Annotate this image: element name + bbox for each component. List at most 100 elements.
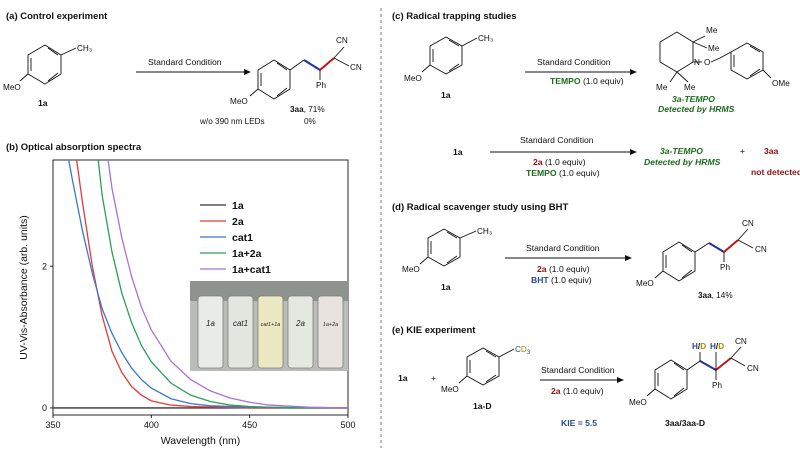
- panel-c: (c) Radical trapping studies CH₃ MeO 1a …: [392, 11, 800, 178]
- condition-e: Standard Condition: [541, 365, 615, 375]
- hd1-slash: /: [698, 342, 701, 351]
- ph-e: Ph: [712, 381, 722, 390]
- legend-label-1a+cat1: 1a+cat1: [232, 264, 271, 276]
- cn-label-2: CN: [350, 63, 362, 72]
- methyl-label-d: CH₃: [477, 227, 492, 236]
- meo-label: MeO: [3, 83, 21, 92]
- substrate-label-d: 1a: [441, 282, 451, 292]
- cn-e-2: CN: [747, 364, 759, 373]
- product-detect-c2: Detected by HRMS: [644, 157, 721, 167]
- reagent-e-equiv: (1.0 equiv): [561, 386, 604, 396]
- kie-value: KIE = 5.5: [561, 418, 597, 428]
- product-name-c2: 3a-TEMPO: [660, 146, 703, 156]
- reagent-d2: BHT (1.0 equiv): [531, 275, 592, 285]
- me-1: Me: [706, 26, 718, 35]
- panel-e-header: (e) KIE experiment: [392, 325, 476, 336]
- panel-a-header: (a) Control experiment: [6, 11, 108, 22]
- tempo-equiv: (1.0 equiv): [581, 76, 624, 86]
- me-4: Me: [684, 83, 696, 92]
- legend-label-2a: 2a: [232, 216, 244, 228]
- x-tick-label: 450: [242, 420, 257, 430]
- vial-label: cat1: [233, 319, 248, 328]
- panel-a: (a) Control experiment CH₃ MeO 1a Standa…: [3, 11, 362, 126]
- product-detect-c1: Detected by HRMS: [658, 104, 735, 114]
- product-yield-d: 3aa, 14%: [698, 291, 733, 300]
- vial-label: 1a+2a: [323, 322, 338, 328]
- vial-label: 1a: [206, 319, 215, 328]
- hd2-h: H: [710, 342, 716, 351]
- series-line-2a: [75, 160, 348, 409]
- control-yield: 0%: [304, 117, 316, 126]
- condition-d: Standard Condition: [526, 243, 600, 253]
- reagent-e-2a: 2a: [551, 386, 561, 396]
- reagent-bht: BHT: [531, 275, 549, 285]
- condition-label: Standard Condition: [148, 57, 222, 67]
- reagent-d1: 2a (1.0 equiv): [537, 264, 590, 274]
- reagent-tempo-equiv: (1.0 equiv): [557, 168, 600, 178]
- plus-e: +: [431, 373, 436, 383]
- meo-label-e: MeO: [441, 385, 459, 394]
- cd3-c: C: [515, 345, 521, 354]
- reagent-c1: TEMPO (1.0 equiv): [550, 76, 624, 86]
- substrate2-label: 1a: [453, 147, 463, 157]
- product3-label: 3aa: [764, 146, 779, 156]
- condition-c1: Standard Condition: [537, 57, 611, 67]
- molecule-1a-a: CH₃ MeO 1a: [3, 44, 92, 108]
- reagent-2a: 2a: [533, 157, 543, 167]
- molecule-3aa-d-product: CN CN Ph MeO H/D H/D: [629, 337, 759, 407]
- substrate1-label-e: 1a: [398, 373, 408, 383]
- reagent-2a-equiv: (1.0 equiv): [543, 157, 586, 167]
- tempo-o: O: [704, 58, 710, 67]
- reagent-tempo: TEMPO: [526, 168, 557, 178]
- substrate-label: 1a: [38, 98, 48, 108]
- x-tick-label: 400: [144, 420, 159, 430]
- reagent-c2a: 2a (1.0 equiv): [533, 157, 586, 167]
- series-line-1a+cat1: [107, 160, 348, 409]
- hd1-h: H: [692, 342, 698, 351]
- y-axis-label: UV-Vis-Absorbance (arb. units): [18, 215, 30, 360]
- hd2-slash: /: [716, 342, 719, 351]
- vial: [287, 295, 314, 369]
- me-3: Me: [656, 83, 668, 92]
- y-tick-label: 0: [42, 403, 47, 413]
- ph-label: Ph: [316, 81, 326, 90]
- hd-label-2: H/D: [710, 342, 724, 351]
- cn-d-1: CN: [742, 219, 754, 228]
- hd1-d: D: [700, 342, 706, 351]
- vial-label: 2a: [295, 319, 305, 328]
- panel-d-header: (d) Radical scavenger study using BHT: [392, 202, 569, 213]
- product-name-c1: 3a-TEMPO: [672, 94, 715, 104]
- y-tick-label: 2: [42, 261, 47, 271]
- vial-label: cat1+1a: [261, 322, 281, 328]
- substrate2-label-e: 1a-D: [473, 401, 492, 411]
- plus-c: +: [740, 146, 745, 156]
- product-label-d: 3aa: [698, 291, 712, 300]
- reagent-d-2a-equiv: (1.0 equiv): [547, 264, 590, 274]
- cn-e-1: CN: [735, 337, 747, 346]
- product-label-e: 3aa/3aa-D: [665, 418, 705, 428]
- product-label: 3aa: [290, 105, 304, 114]
- reagent-d-2a: 2a: [537, 264, 547, 274]
- series-line-1a+2a: [97, 160, 348, 409]
- product-yield: 3aa, 71%: [290, 105, 325, 114]
- substrate-label-c: 1a: [441, 90, 451, 100]
- panel-c-header: (c) Radical trapping studies: [392, 11, 517, 22]
- meo-label-d: MeO: [402, 265, 420, 274]
- legend-label-1a+2a: 1a+2a: [232, 248, 262, 260]
- meo-label-product: MeO: [230, 97, 248, 106]
- molecule-3aa-d: CN CN Ph MeO: [636, 219, 767, 288]
- condition-c2: Standard Condition: [520, 135, 594, 145]
- vial: [257, 295, 284, 369]
- panel-e: (e) KIE experiment 1a + CD3 MeO 1a-D Sta…: [392, 325, 759, 428]
- molecule-3a-tempo: Me Me Me Me N O OMe: [656, 26, 790, 92]
- product-yield-d-value: , 14%: [712, 291, 733, 300]
- panel-d: (d) Radical scavenger study using BHT CH…: [392, 202, 767, 300]
- control-text: w/o 390 nm LEDs: [199, 117, 265, 126]
- cd3-d: D: [521, 345, 527, 354]
- legend-label-cat1: cat1: [232, 232, 253, 244]
- cd3-label: CD3: [515, 345, 531, 356]
- methyl-label: CH₃: [77, 44, 92, 53]
- meo-d-product: MeO: [636, 279, 654, 288]
